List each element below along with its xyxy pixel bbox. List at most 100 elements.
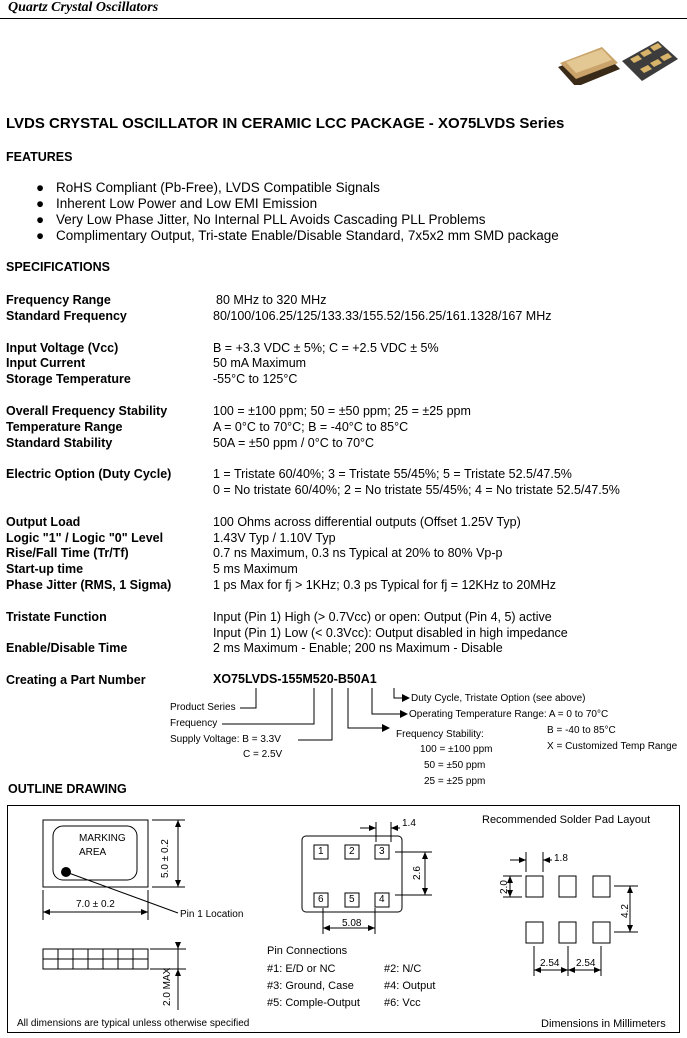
spec-label: Input Voltage (Vcc) [6,341,119,355]
solder-pad [525,921,544,944]
pn-duty-cycle: Duty Cycle, Tristate Option (see above) [411,693,586,704]
dim-254-line [533,946,602,976]
spec-value: Input (Pin 1) Low (< 0.3Vcc): Output dis… [213,626,568,640]
dim-18-line [510,852,552,872]
spec-label: Overall Frequency Stability [6,404,168,418]
bullet-icon: ● [36,180,45,195]
pin1-location-label: Pin 1 Location [180,909,244,920]
package-top-view [42,819,149,888]
dim-width: 7.0 ± 0.2 [76,899,115,910]
pn-temp-b: B = -40 to 85°C [547,725,616,736]
spec-value: 50 mA Maximum [213,356,307,370]
spec-label: Temperature Range [6,420,123,434]
package-pin-view [301,835,403,913]
dim-26-line [395,851,432,896]
spec-value: A = 0°C to 70°C; B = -40°C to 85°C [213,420,409,434]
marking-text-2: AREA [79,847,107,858]
feature-item: ● RoHS Compliant (Pb-Free), LVDS Compatib… [36,180,559,196]
dim-508-line [322,908,376,934]
dim-254-right: 2.54 [576,958,596,969]
dim-max: 2.0 MAX [162,967,173,1006]
solder-pad [558,875,577,898]
solder-pad-title: Recommended Solder Pad Layout [482,814,651,826]
bullet-icon: ● [36,196,45,211]
spec-label: Start-up time [6,562,84,576]
solder-pad [592,875,611,898]
oscillator-bottom-view [622,41,678,81]
spec-value: 0 = No tristate 60/40%; 2 = No tristate … [213,483,620,497]
part-number-label: Creating a Part Number [6,673,146,687]
pin-connection: #1: E/D or NC [267,963,336,975]
spec-label: Standard Frequency [6,309,127,323]
header-rule [0,18,687,19]
pin-connection: #5: Comple-Output [267,997,360,1009]
pn-stability-50: 50 = ±50 ppm [424,760,486,771]
pn-stability-100: 100 = ±100 ppm [420,744,493,755]
pn-frequency: Frequency [170,718,218,729]
spec-value: 1 ps Max for fj > 1KHz; 0.3 ps Typical f… [213,578,556,592]
pn-stability-title: Frequency Stability: [396,729,484,740]
part-number-code: XO75LVDS-155M520-B50A1 [213,672,377,686]
pin-pad-2 [344,844,360,860]
pn-product-series: Product Series [170,702,236,713]
bullet-icon: ● [36,228,45,243]
spec-value: 1 = Tristate 60/40%; 3 = Tristate 55/45%… [213,467,572,481]
spec-value: 80 MHz to 320 MHz [216,293,327,307]
spec-label: Input Current [6,356,86,370]
pin-pad-4 [374,892,390,908]
outline-drawing-box [7,805,680,1033]
dim-26: 2.6 [412,866,423,880]
pin-connection: #4: Output [384,980,436,992]
document-title: LVDS CRYSTAL OSCILLATOR IN CERAMIC LCC P… [6,115,565,132]
pin-label-3: 3 [379,846,385,857]
feature-item: ● Very Low Phase Jitter, No Internal PLL … [36,212,559,228]
spec-label: Electric Option (Duty Cycle) [6,467,172,481]
dim-254-left: 2.54 [540,958,560,969]
pin-connections-title: Pin Connections [267,945,348,957]
spec-label: Frequency Range [6,293,111,307]
spec-label: Standard Stability [6,436,113,450]
dim-14: 1.4 [402,818,416,829]
pin-connection: #3: Ground, Case [267,980,354,992]
dim-18: 1.8 [554,853,568,864]
pn-supply-c: C = 2.5V [243,749,283,760]
feature-text: RoHS Compliant (Pb-Free), LVDS Compatibl… [56,180,380,195]
marking-area [52,825,138,881]
spec-value: Input (Pin 1) High (> 0.7Vcc) or open: O… [213,610,552,624]
features-heading: FEATURES [6,150,73,164]
dim-14-line [360,822,400,842]
dim-height-line [152,819,185,888]
spec-value: 80/100/106.25/125/133.33/155.52/156.25/1… [213,309,552,323]
pin1-dot [61,867,71,877]
feature-text: Very Low Phase Jitter, No Internal PLL A… [56,212,486,227]
dim-20: 2.0 [499,880,510,894]
pin1-leader [65,871,179,914]
spec-label: Output Load [6,515,81,529]
spec-value: 1.43V Typ / 1.10V Typ [213,531,336,545]
spec-label: Phase Jitter (RMS, 1 Sigma) [6,578,172,592]
dim-height: 5.0 ± 0.2 [160,839,171,878]
footer-note-right: Dimensions in Millimeters [541,1018,666,1030]
pin-label-4: 4 [379,894,385,905]
specifications-heading: SPECIFICATIONS [6,260,110,274]
pin-connection: #2: N/C [384,963,422,975]
part-number-leader-lines [222,688,410,741]
pin-label-2: 2 [349,846,355,857]
spec-value: 100 Ohms across differential outputs (Of… [213,515,521,529]
feature-item: ●Inherent Low Power and Low EMI Emission [36,196,559,212]
bullet-icon: ● [36,212,45,227]
dim-42-line [614,885,638,933]
dim-width-line [42,890,149,920]
pin-label-6: 6 [318,894,324,905]
pin-connection: #6: Vcc [384,997,421,1009]
dim-42: 4.2 [620,904,631,918]
pin-pad-3 [374,844,390,860]
spec-value: B = +3.3 VDC ± 5%; C = +2.5 VDC ± 5% [213,341,439,355]
spec-value: 2 ms Maximum - Enable; 200 ns Maximum - … [213,641,503,655]
spec-value: 100 = ±100 ppm; 50 = ±50 ppm; 25 = ±25 p… [213,404,471,418]
pin-pad-6 [313,892,329,908]
pn-stability-25: 25 = ±25 ppm [424,776,486,787]
pn-temp-a: Operating Temperature Range: A = 0 to 70… [409,709,609,720]
pn-supply-b: Supply Voltage: B = 3.3V [170,734,281,745]
